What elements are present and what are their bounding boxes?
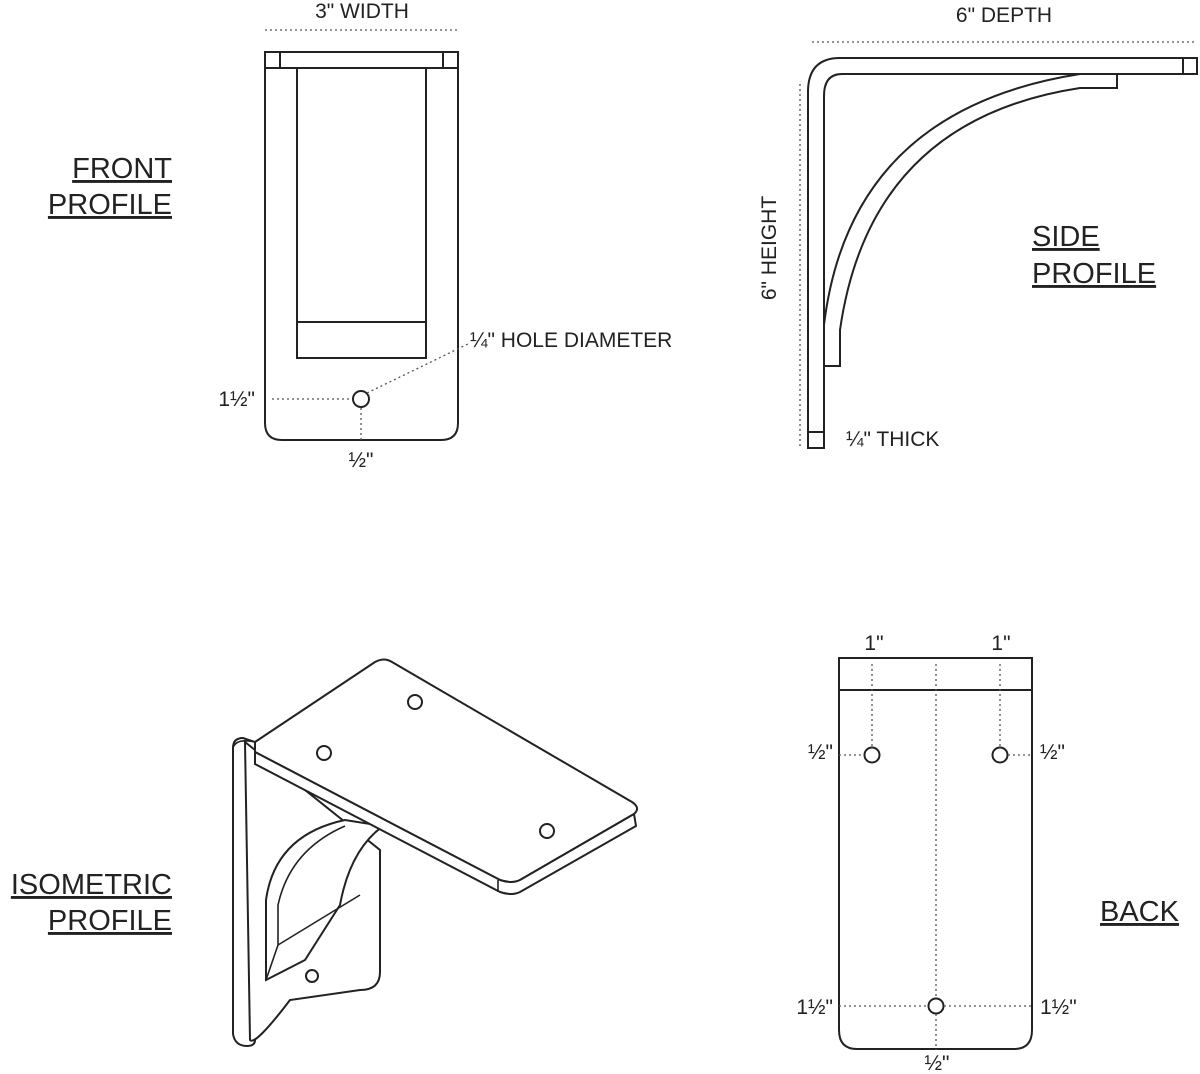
iso-shelf-hole-front (539, 823, 555, 839)
iso-back-hole (305, 969, 319, 983)
iso-profile-title-line2: PROFILE (48, 905, 172, 937)
front-mounting-hole (352, 390, 370, 408)
front-hole-offset-label: ½" (349, 449, 374, 472)
side-depth-label: 6" DEPTH (956, 4, 1052, 27)
iso-gusset-edges (265, 825, 361, 981)
side-profile-view (799, 41, 1198, 449)
side-gusset (824, 74, 1118, 367)
front-hole-leader (366, 342, 471, 394)
back-bottom-center-label: ½" (925, 1052, 950, 1074)
front-hole-height-label: 1½" (218, 388, 255, 411)
side-gusset-inner (823, 73, 1081, 326)
back-right-half-label: ½" (1040, 741, 1065, 764)
back-outline (838, 657, 1033, 1050)
side-thick-label: ¼" THICK (846, 428, 939, 451)
back-view (838, 657, 1033, 1050)
back-right-top-label: 1" (991, 632, 1010, 655)
front-gusset (296, 67, 427, 359)
back-left-top-label: 1" (864, 632, 883, 655)
iso-shelf-hole-left (316, 745, 332, 761)
iso-shelf-edge (254, 750, 638, 895)
back-hole-bottom (927, 997, 945, 1015)
isometric-profile-view (232, 658, 638, 1048)
back-hole-left (863, 746, 881, 764)
front-profile-view (264, 29, 471, 441)
side-profile-title-line1: SIDE (1032, 221, 1100, 253)
side-height-label: 6" HEIGHT (758, 196, 781, 300)
front-width-label: 3" WIDTH (315, 0, 409, 23)
back-hole-right (991, 746, 1009, 764)
back-title: BACK (1100, 896, 1180, 928)
side-outline (807, 57, 1198, 449)
front-hole-label: ¼" HOLE DIAMETER (470, 329, 672, 352)
back-bottom-left-label: 1½" (796, 996, 833, 1019)
front-profile-title-line2: PROFILE (48, 189, 172, 221)
iso-gusset (265, 818, 386, 982)
back-bottom-right-label: 1½" (1040, 996, 1077, 1019)
iso-profile-title-line1: ISOMETRIC (11, 869, 172, 901)
front-outline (264, 51, 459, 441)
iso-shelf-hole-back (407, 694, 423, 710)
back-left-half-label: ½" (808, 741, 833, 764)
front-profile-title-line1: FRONT (72, 153, 172, 185)
side-profile-title-line2: PROFILE (1032, 258, 1156, 290)
iso-corner-edge (232, 740, 256, 749)
